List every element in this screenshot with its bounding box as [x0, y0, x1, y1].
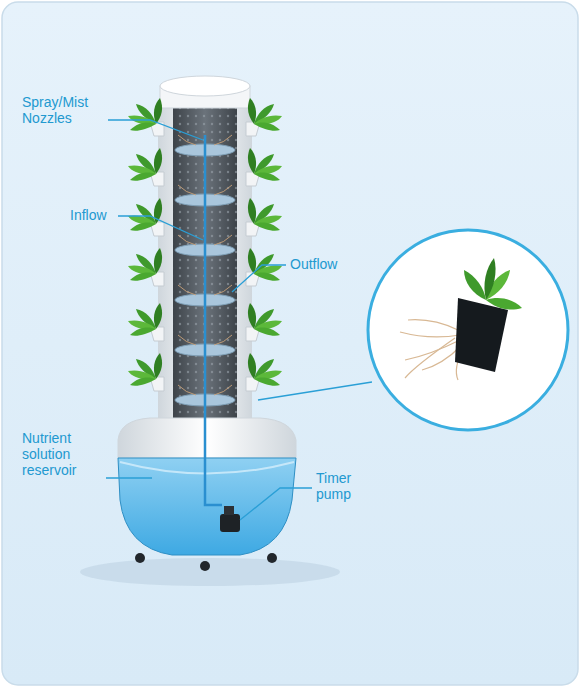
part-label: Outflow [290, 256, 370, 272]
part-label: Nutrient solution reservoir [22, 430, 104, 478]
part-label: Timer pump [316, 470, 368, 502]
part-label: Spray/Mist Nozzles [22, 94, 106, 126]
part-label: Inflow [70, 207, 130, 223]
